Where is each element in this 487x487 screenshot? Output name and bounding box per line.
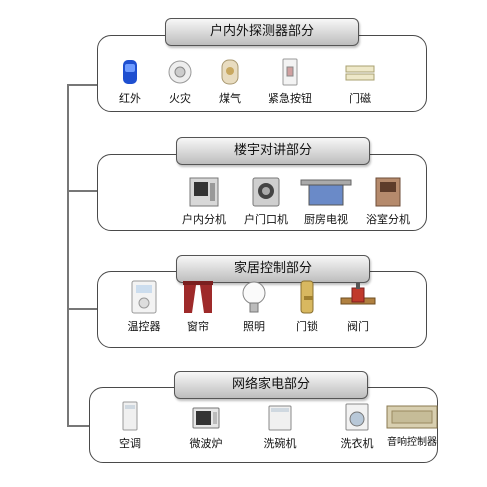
door-lock-icon	[300, 280, 314, 314]
item-fire[interactable]: 火灾	[160, 58, 200, 106]
item-bathroom-unit[interactable]: 浴室分机	[362, 177, 414, 227]
item-audio-controller[interactable]: 音响控制器	[384, 405, 440, 448]
header-intercom: 楼宇对讲部分	[176, 137, 370, 165]
item-door-station[interactable]: 户门口机	[240, 177, 292, 227]
audio-controller-icon	[386, 405, 438, 429]
item-door-sensor[interactable]: 门磁	[340, 58, 380, 106]
dishwasher-icon	[268, 405, 292, 431]
bathroom-unit-icon	[375, 177, 401, 207]
header-home-control: 家居控制部分	[176, 255, 370, 283]
connector-branch-1	[67, 84, 97, 86]
header-detectors: 户内外探测器部分	[165, 18, 359, 46]
emergency-button-icon	[282, 58, 298, 86]
header-network-appliances: 网络家电部分	[174, 371, 368, 399]
connector-branch-3	[67, 308, 97, 310]
item-kitchen-tv[interactable]: 厨房电视	[296, 177, 356, 227]
gas-detector-icon	[221, 59, 239, 85]
door-station-icon	[252, 177, 280, 207]
valve-icon	[340, 282, 376, 305]
item-indoor-unit[interactable]: 户内分机	[178, 177, 230, 227]
item-thermostat[interactable]: 温控器	[118, 280, 170, 334]
door-sensor-icon	[345, 65, 375, 81]
curtain-icon	[183, 281, 213, 313]
microwave-icon	[192, 407, 220, 429]
panel-network-appliances	[89, 387, 438, 463]
item-microwave[interactable]: 微波炉	[180, 405, 232, 451]
air-conditioner-icon	[122, 401, 138, 431]
smoke-detector-icon	[168, 60, 192, 84]
kitchen-tv-icon	[300, 179, 352, 206]
washing-machine-icon	[345, 403, 369, 431]
item-emergency[interactable]: 紧急按钮	[264, 58, 316, 106]
item-infrared[interactable]: 红外	[110, 58, 150, 106]
item-dishwasher[interactable]: 洗碗机	[254, 405, 306, 451]
item-washing-machine[interactable]: 洗衣机	[331, 403, 383, 451]
item-lighting[interactable]: 照明	[228, 280, 280, 334]
item-valve[interactable]: 阀门	[332, 280, 384, 334]
connector-branch-2	[67, 190, 97, 192]
item-air-conditioner[interactable]: 空调	[104, 401, 156, 451]
indoor-unit-icon	[189, 177, 219, 207]
connector-branch-4	[67, 425, 89, 427]
light-bulb-icon	[242, 281, 266, 313]
item-gas[interactable]: 煤气	[210, 58, 250, 106]
item-door-lock[interactable]: 门锁	[281, 280, 333, 334]
thermostat-icon	[131, 280, 157, 314]
item-curtain[interactable]: 窗帘	[172, 280, 224, 334]
infrared-sensor-icon	[123, 60, 137, 84]
connector-spine	[67, 84, 69, 426]
